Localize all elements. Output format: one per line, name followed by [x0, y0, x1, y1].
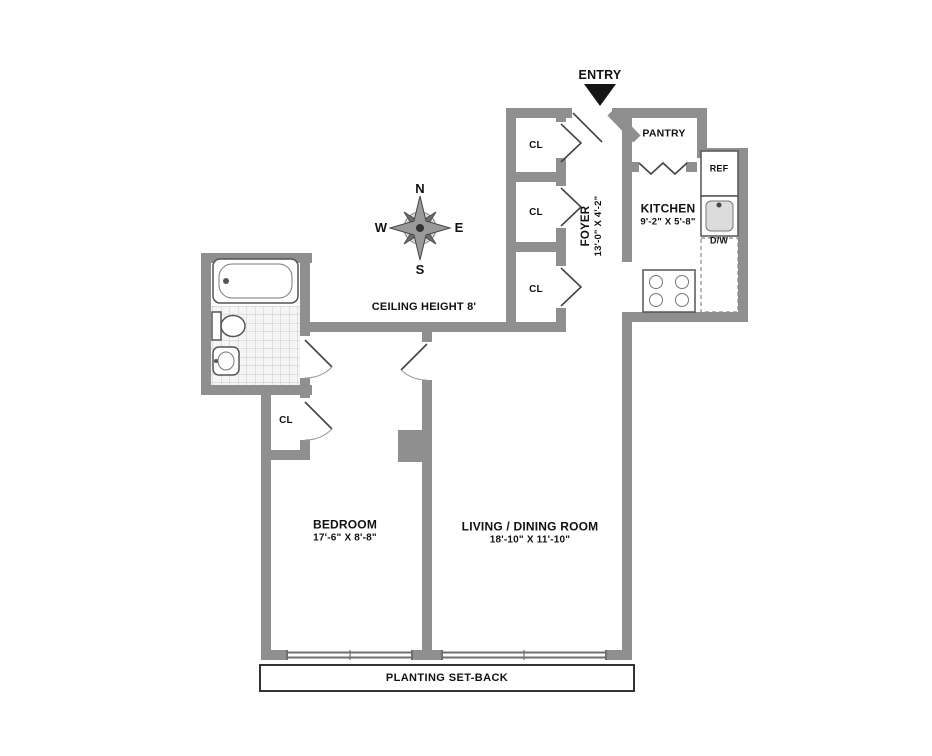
- foyer-dims: 13'-0" X 4'-2": [593, 195, 605, 257]
- kitchen-fixtures: [642, 150, 739, 313]
- living-dining-name: LIVING / DINING ROOM: [461, 519, 599, 534]
- compass-west-label: W: [374, 219, 388, 235]
- kitchen-dims: 9'-2" X 5'-8": [640, 216, 696, 228]
- walls: [201, 108, 748, 660]
- closet-label-foyer-top: CL: [529, 139, 543, 151]
- pantry-label: PANTRY: [642, 127, 686, 140]
- foyer-closet-middle-door: [560, 187, 583, 227]
- closet-label-bedroom: CL: [279, 414, 293, 426]
- bedroom-name: BEDROOM: [312, 517, 378, 532]
- ceiling-height-label: CEILING HEIGHT 8': [371, 301, 477, 314]
- refrigerator-box: [700, 150, 739, 197]
- entry-arrow-icon: [584, 84, 616, 106]
- bedroom-closet-door-leaf: [304, 401, 333, 430]
- foyer-closet-top-door: [560, 123, 583, 163]
- bathroom-door-leaf: [304, 339, 333, 368]
- kitchen-sink-fixture: [700, 195, 739, 237]
- closet-label-foyer-middle: CL: [529, 206, 543, 218]
- toilet-fixture: [211, 311, 246, 341]
- bedroom-label: BEDROOM 17'-6" X 8'-8": [313, 517, 377, 545]
- foyer-name: FOYER: [579, 205, 592, 247]
- compass-south-label: S: [415, 261, 425, 277]
- bathtub-fixture: [212, 258, 299, 304]
- living-dining-label: LIVING / DINING ROOM 18'-10" X 11'-10": [462, 519, 599, 547]
- windows: [286, 650, 607, 660]
- entry-label: ENTRY: [578, 68, 622, 83]
- bathroom-fixtures: [211, 258, 300, 385]
- compass-east-label: E: [454, 219, 464, 235]
- planting-setback-strip: PLANTING SET-BACK: [259, 664, 635, 692]
- doors: [304, 112, 688, 441]
- closet-label-foyer-bottom: CL: [529, 283, 543, 295]
- foyer-label: FOYER 13'-0" X 4'-2": [579, 196, 605, 257]
- foyer-closet-bottom-door: [560, 267, 583, 307]
- entry-door-leaf: [572, 112, 603, 143]
- bedroom-door-leaf: [400, 343, 428, 371]
- pantry-bifold-door: [638, 161, 688, 176]
- compass-north-label: N: [415, 180, 425, 196]
- refrigerator-label: REF: [709, 163, 729, 174]
- living-dining-dims: 18'-10" X 11'-10": [489, 534, 571, 546]
- sink-fixture: [212, 346, 240, 376]
- planting-setback-label: PLANTING SET-BACK: [385, 672, 509, 684]
- kitchen-label: KITCHEN 9'-2" X 5'-8": [640, 202, 695, 229]
- stove-fixture: [642, 269, 696, 313]
- bedroom-dims: 17'-6" X 8'-8": [313, 532, 377, 544]
- dishwasher-outline: [700, 237, 739, 313]
- kitchen-name: KITCHEN: [640, 201, 696, 216]
- compass-rose-icon: [388, 195, 452, 261]
- dishwasher-label: D/W: [709, 235, 729, 246]
